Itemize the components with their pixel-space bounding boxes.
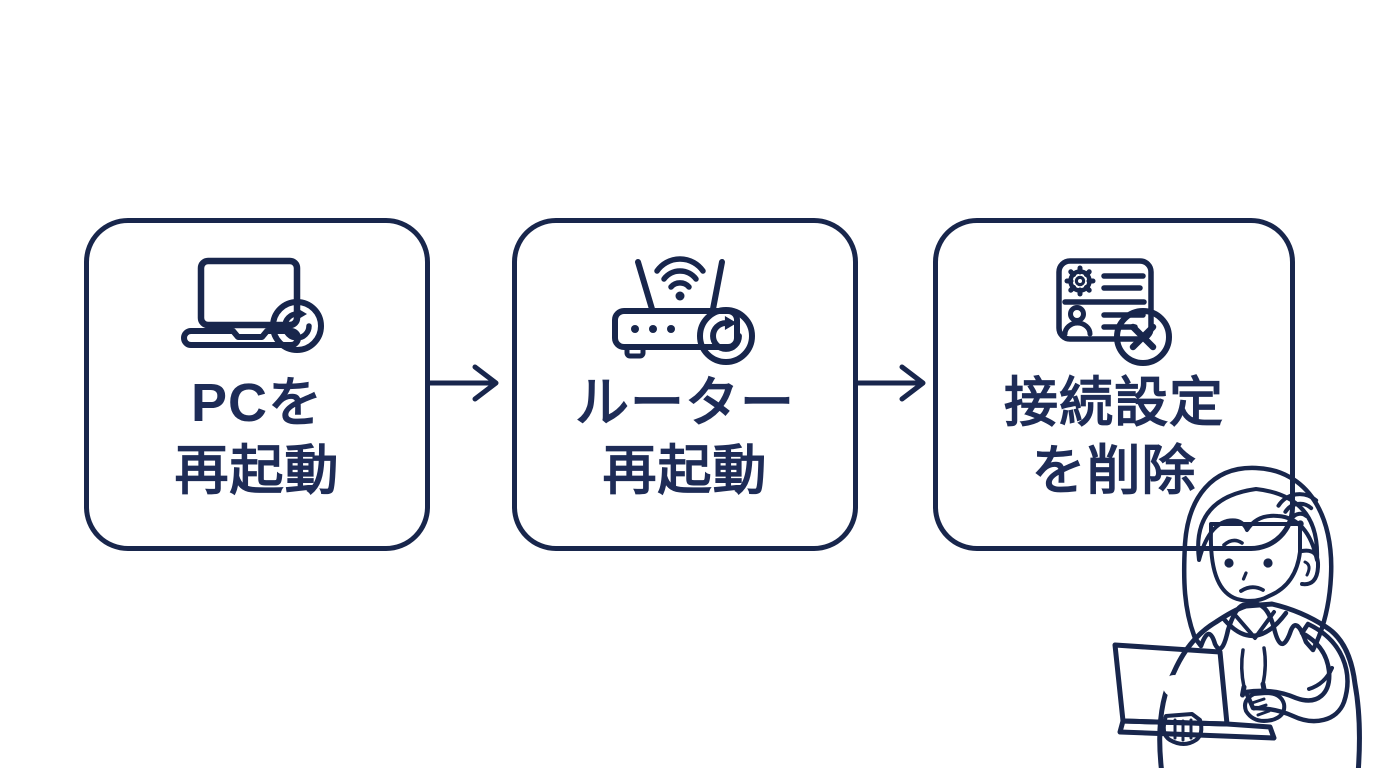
step-label: ルーター 再起動 xyxy=(575,369,795,505)
laptop-restart-icon xyxy=(177,249,337,365)
hair xyxy=(1181,465,1334,653)
flow-arrow-icon xyxy=(427,358,510,408)
step-label: 接続設定 を削除 xyxy=(1004,369,1224,505)
connection-settings-delete-icon xyxy=(1047,249,1182,366)
left-hand xyxy=(1161,712,1204,746)
laptop-screen-icon xyxy=(197,257,301,329)
laptop-base-icon xyxy=(181,328,301,348)
eye-right xyxy=(1263,558,1273,568)
eyebrow xyxy=(1222,538,1244,547)
frown-mouth xyxy=(1239,585,1265,593)
nose xyxy=(1241,571,1248,581)
step-label-line2: 再起動 xyxy=(602,441,768,502)
laptop xyxy=(1112,642,1277,741)
worried-woman-illustration xyxy=(1096,458,1376,773)
refresh-badge-icon xyxy=(270,299,324,353)
ear xyxy=(1300,548,1321,587)
face xyxy=(1196,487,1321,603)
router-body-icon xyxy=(612,308,740,350)
router-antenna-icon xyxy=(710,259,725,312)
eye-left xyxy=(1224,558,1234,568)
bangs xyxy=(1196,487,1320,562)
wifi-signal-icon xyxy=(654,256,706,301)
hoodie-drawstrings xyxy=(1239,646,1268,698)
step-label-line1: 接続設定 xyxy=(1004,373,1224,433)
step-box-restart-router: ルーター 再起動 xyxy=(512,218,858,551)
right-hand xyxy=(1243,691,1287,723)
step-label-line1: ルーター xyxy=(575,373,795,433)
step-label-line2: を削除 xyxy=(1031,441,1197,502)
delete-x-badge-icon xyxy=(1113,308,1172,366)
step-box-restart-pc: PCを 再起動 xyxy=(84,218,430,551)
wifi-signal-icon xyxy=(1276,492,1319,528)
flow-arrow-icon xyxy=(854,358,937,408)
person-icon xyxy=(1062,305,1092,337)
router-antenna-icon xyxy=(635,259,655,312)
router-foot-icon xyxy=(624,344,646,359)
gear-icon xyxy=(1064,265,1095,297)
step-box-delete-connection-settings: 接続設定 を削除 xyxy=(933,218,1295,551)
step-label: PCを 再起動 xyxy=(175,369,340,505)
step-label-line1: PCを xyxy=(190,373,323,433)
router-restart-icon xyxy=(610,249,760,365)
settings-card-icon xyxy=(1055,258,1154,342)
step-label-line2: 再起動 xyxy=(174,441,340,502)
refresh-badge-icon xyxy=(697,307,755,365)
laptop-logo xyxy=(1163,675,1185,697)
laptop-base xyxy=(1117,718,1277,741)
